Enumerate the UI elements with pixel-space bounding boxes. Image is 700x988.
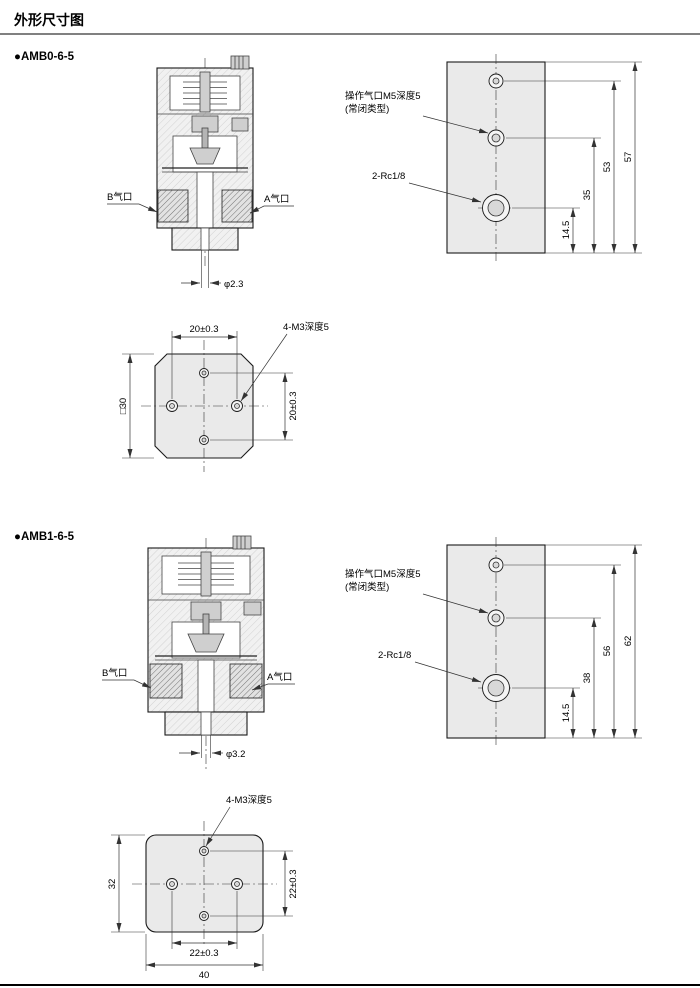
orifice-dim: φ2.3 xyxy=(224,279,243,290)
top-screw-hole-inner xyxy=(492,77,500,85)
port-a-leader xyxy=(251,683,295,691)
thread-label: 4-M3深度5 xyxy=(283,321,329,333)
pilot-port-leader xyxy=(422,593,489,614)
outlet-channel xyxy=(196,171,214,229)
page-title: 外形尺寸图 xyxy=(14,12,84,28)
dim-mid-height: 35 xyxy=(582,190,593,201)
dim-port-height: 14.5 xyxy=(561,704,572,723)
dim-total-height: 57 xyxy=(623,152,634,163)
dim-pitch-v: 20±0.3 xyxy=(288,392,299,421)
port-a-block xyxy=(221,189,253,223)
port-a-block xyxy=(229,663,263,699)
port-b-block xyxy=(149,663,183,699)
pilot-stem xyxy=(200,551,212,597)
main-port-leader xyxy=(408,182,482,203)
port-b-block xyxy=(157,189,189,223)
thread-label: 4-M3深度5 xyxy=(226,794,272,806)
dim-top-height: 53 xyxy=(602,162,613,173)
pilot-port-label: 操作气口M5深度5 xyxy=(345,568,420,580)
pilot-port-hole-inner xyxy=(491,133,501,143)
pilot-port-note: (常闭类型) xyxy=(345,581,389,593)
poppet xyxy=(187,633,225,653)
mount-hole-left-inner xyxy=(169,403,175,409)
port-a-label: A气口 xyxy=(264,193,289,205)
orifice-tube xyxy=(200,711,212,736)
poppet-stem xyxy=(201,127,209,149)
thread-leader xyxy=(205,806,231,847)
port-b-label: B气口 xyxy=(107,191,132,203)
bottom-view-amb1: 4-M3深度5 32 22±0.3 22±0.3 40 xyxy=(107,794,299,981)
pilot-port-note: (常闭类型) xyxy=(345,103,389,115)
port-a-leader xyxy=(249,205,294,214)
main-port-label: 2-Rc1/8 xyxy=(378,650,411,661)
cross-section-view-amb1: φ3.2 B气口 A气口 xyxy=(102,535,295,772)
pilot-port-hole-inner xyxy=(491,613,501,623)
dim-port-height: 14.5 xyxy=(561,221,572,240)
mount-hole-left-inner xyxy=(169,881,175,887)
port-a-label: A气口 xyxy=(267,671,292,683)
front-view-amb1: 14.5 38 56 62 操作气口M5深度5 (常闭类型) 2-Rc1/8 xyxy=(345,537,642,746)
model-label-amb1: ●AMB1-6-5 xyxy=(14,531,75,543)
section-amb0: ●AMB0-6-5 xyxy=(14,51,642,472)
port-b-leader xyxy=(102,679,152,689)
main-port-leader xyxy=(414,661,482,683)
top-screw-hole-inner xyxy=(492,561,500,569)
body-bottom xyxy=(145,834,264,933)
dim-pitch-h: 22±0.3 xyxy=(190,948,219,959)
pilot-port-label: 操作气口M5深度5 xyxy=(345,90,420,102)
model-label-amb0: ●AMB0-6-5 xyxy=(14,51,75,63)
mount-hole-right-inner xyxy=(234,881,240,887)
poppet-stem xyxy=(202,613,210,635)
dim-top-height: 56 xyxy=(602,646,613,657)
mount-hole-bottom-inner xyxy=(201,437,207,443)
dim-body-width: 40 xyxy=(199,970,210,981)
side-block xyxy=(243,601,262,616)
orifice-tube xyxy=(200,227,210,251)
dim-pitch-h: 20±0.3 xyxy=(190,324,219,335)
dim-body-height: 32 xyxy=(107,879,118,890)
orifice-dim: φ3.2 xyxy=(226,749,245,760)
section-amb1: ●AMB1-6-5 xyxy=(14,531,642,981)
top-fitting xyxy=(232,535,252,550)
mount-hole-bottom-inner xyxy=(201,913,207,919)
dim-pitch-v: 22±0.3 xyxy=(288,870,299,899)
thread-leader xyxy=(240,333,288,402)
dim-mid-height: 38 xyxy=(582,673,593,684)
port-b-leader xyxy=(107,203,158,213)
dim-total-height: 62 xyxy=(623,636,634,647)
main-port-hole-inner xyxy=(487,679,505,697)
top-fitting xyxy=(230,55,250,70)
port-b-label: B气口 xyxy=(102,667,127,679)
mount-hole-top-inner xyxy=(201,370,207,376)
cross-section-view-amb0: φ2.3 B气口 A气口 xyxy=(107,55,294,290)
outlet-channel xyxy=(197,659,215,713)
side-block xyxy=(231,117,249,132)
main-port-hole-inner xyxy=(487,199,505,217)
dim-body-square: □30 xyxy=(118,398,129,414)
mount-hole-top-inner xyxy=(201,848,207,854)
poppet xyxy=(189,147,221,165)
front-view-amb0: 14.5 35 53 57 操作气口M5深度5 (常闭类型) 2-Rc1/8 xyxy=(345,54,642,261)
mount-hole-right-inner xyxy=(234,403,240,409)
pilot-stem xyxy=(199,71,211,113)
pilot-port-leader xyxy=(422,115,489,134)
main-port-label: 2-Rc1/8 xyxy=(372,171,405,182)
bottom-view-amb0: 20±0.3 4-M3深度5 □30 20±0.3 xyxy=(118,321,329,472)
